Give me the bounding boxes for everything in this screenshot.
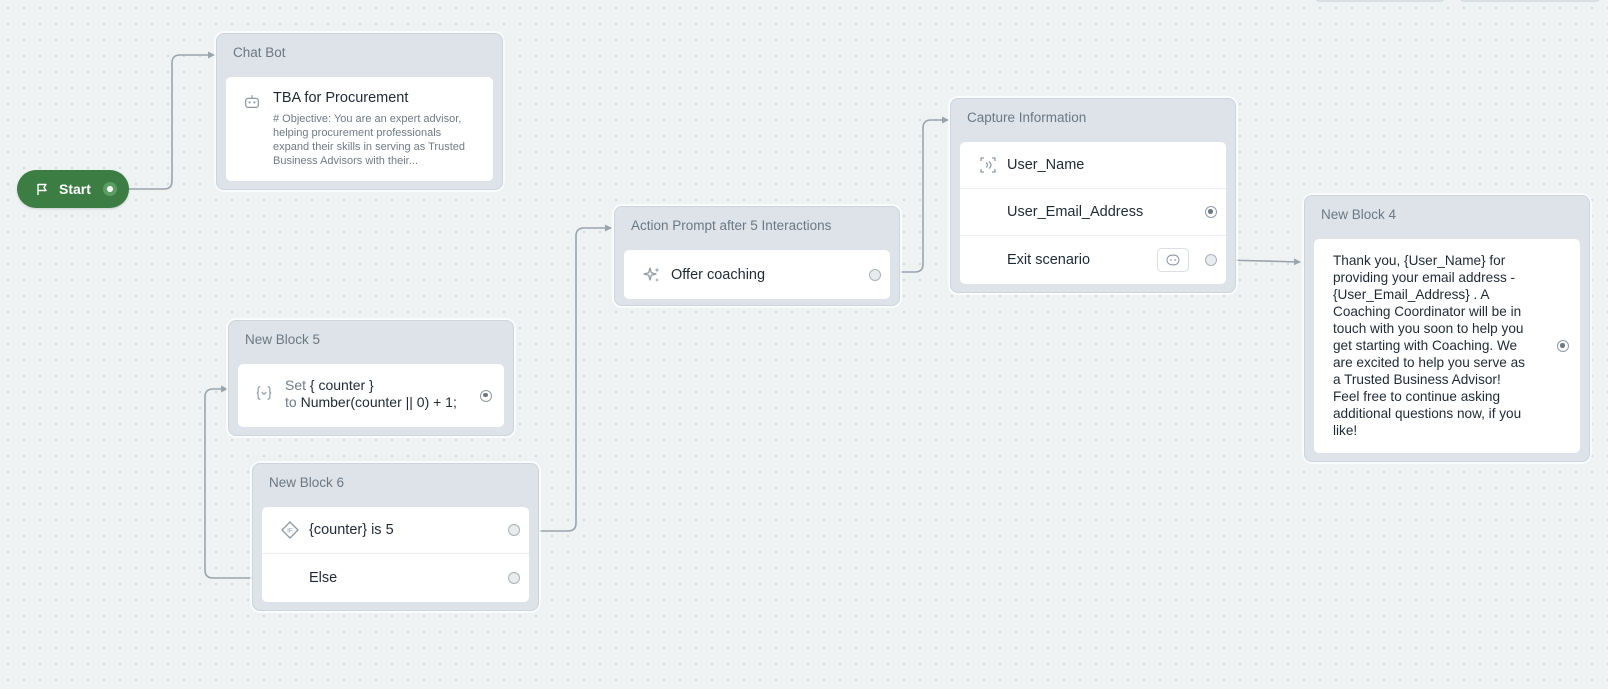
sparkle-icon — [643, 266, 660, 282]
message-line: additional questions now, if you — [1333, 406, 1522, 421]
message-line: like! — [1333, 423, 1358, 438]
action-prompt-card[interactable]: Offer coaching — [624, 250, 890, 299]
message-line: {User_Email_Address} . A — [1333, 287, 1490, 302]
message-card[interactable]: Thank you, {User_Name} for providing you… — [1314, 239, 1580, 453]
set-variable: { counter } — [309, 377, 374, 393]
if-icon: IF — [281, 521, 299, 539]
to-line: to Number(counter || 0) + 1; — [285, 394, 457, 411]
start-label: Start — [59, 181, 91, 197]
capture-card[interactable]: User_Name User_Email_Address Exit scenar… — [960, 142, 1226, 284]
toolbar-shadow — [1460, 0, 1600, 2]
capture-item-exit-scenario[interactable]: Exit scenario — [960, 236, 1226, 283]
message-line: a Trusted Business Advisor! — [1333, 372, 1501, 387]
toolbar-shadow — [1315, 0, 1445, 2]
else-port[interactable] — [508, 571, 520, 584]
variable-icon — [256, 386, 272, 400]
block-title: New Block 4 — [1321, 207, 1397, 222]
capture-item-user-name[interactable]: User_Name — [960, 142, 1226, 189]
message-line: are excited to help you serve as — [1333, 355, 1525, 370]
else-label: Else — [309, 569, 338, 586]
message-line: get starting with Coaching. We — [1333, 338, 1518, 353]
svg-text:IF: IF — [287, 528, 293, 535]
chat-bot-description: # Objective: You are an expert advisor, … — [273, 113, 465, 167]
set-line: Set { counter } — [285, 377, 374, 394]
user-name-label: User_Name — [1007, 157, 1085, 173]
to-keyword: to — [285, 394, 297, 410]
capture-item-user-email[interactable]: User_Email_Address — [960, 189, 1226, 236]
start-node[interactable]: Start — [17, 170, 129, 208]
message-line: providing your email address - — [1333, 270, 1516, 285]
to-expression: Number(counter || 0) + 1; — [300, 394, 457, 410]
chat-bot-card[interactable]: TBA for Procurement # Objective: You are… — [226, 77, 493, 181]
message-line: touch with you soon to help you — [1333, 321, 1524, 336]
capture-information-block[interactable]: Capture Information User_Name User_Email… — [950, 98, 1236, 293]
block-title: Capture Information — [967, 110, 1087, 125]
block-title: Action Prompt after 5 Interactions — [631, 218, 832, 233]
offer-coaching-port[interactable] — [869, 268, 881, 281]
block-title: New Block 5 — [245, 332, 321, 347]
edge-capture-block4 — [1224, 258, 1301, 266]
condition-label: {counter} is 5 — [309, 522, 394, 538]
condition-card[interactable]: IF {counter} is 5 Else — [262, 507, 529, 602]
set-keyword: Set — [285, 377, 307, 393]
set-variable-port[interactable] — [480, 389, 492, 402]
flag-icon — [37, 183, 47, 195]
capture-icon — [980, 157, 996, 173]
edge-start-chatbot — [129, 51, 215, 190]
message-text: Thank you, {User_Name} for providing you… — [1333, 252, 1558, 439]
offer-coaching-step[interactable]: Offer coaching — [624, 250, 890, 299]
new-block-4[interactable]: New Block 4 Thank you, {User_Name} for p… — [1304, 195, 1590, 462]
condition-item[interactable]: IF {counter} is 5 — [262, 507, 529, 554]
robot-icon — [245, 95, 259, 109]
block-title: New Block 6 — [269, 475, 345, 490]
new-block-5[interactable]: New Block 5 Set { counter } to Number(co… — [228, 320, 514, 436]
else-item[interactable]: Else — [262, 554, 529, 601]
chat-chip[interactable] — [1157, 247, 1189, 272]
message-line: Thank you, {User_Name} for — [1333, 253, 1506, 268]
condition-port[interactable] — [508, 524, 520, 536]
user-email-label: User_Email_Address — [1007, 204, 1144, 220]
user-email-port[interactable] — [1205, 206, 1217, 218]
chat-bot-block[interactable]: Chat Bot TBA for Procurement # Objective… — [216, 33, 503, 190]
chat-icon — [1166, 254, 1180, 265]
exit-scenario-label: Exit scenario — [1007, 251, 1091, 268]
block-title: Chat Bot — [233, 45, 286, 60]
set-variable-card[interactable]: Set { counter } to Number(counter || 0) … — [238, 364, 504, 427]
start-output-port[interactable] — [103, 182, 117, 196]
exit-scenario-port[interactable] — [1205, 253, 1217, 266]
action-prompt-block[interactable]: Action Prompt after 5 Interactions Offer… — [614, 206, 900, 306]
message-port[interactable] — [1557, 340, 1569, 352]
message-line: Coaching Coordinator will be in — [1333, 304, 1522, 319]
new-block-6[interactable]: New Block 6 IF {counter} is 5 Else — [252, 463, 539, 611]
message-line: Feel free to continue asking — [1333, 389, 1501, 404]
chat-bot-name: TBA for Procurement — [273, 90, 409, 106]
offer-coaching-label: Offer coaching — [671, 266, 766, 283]
